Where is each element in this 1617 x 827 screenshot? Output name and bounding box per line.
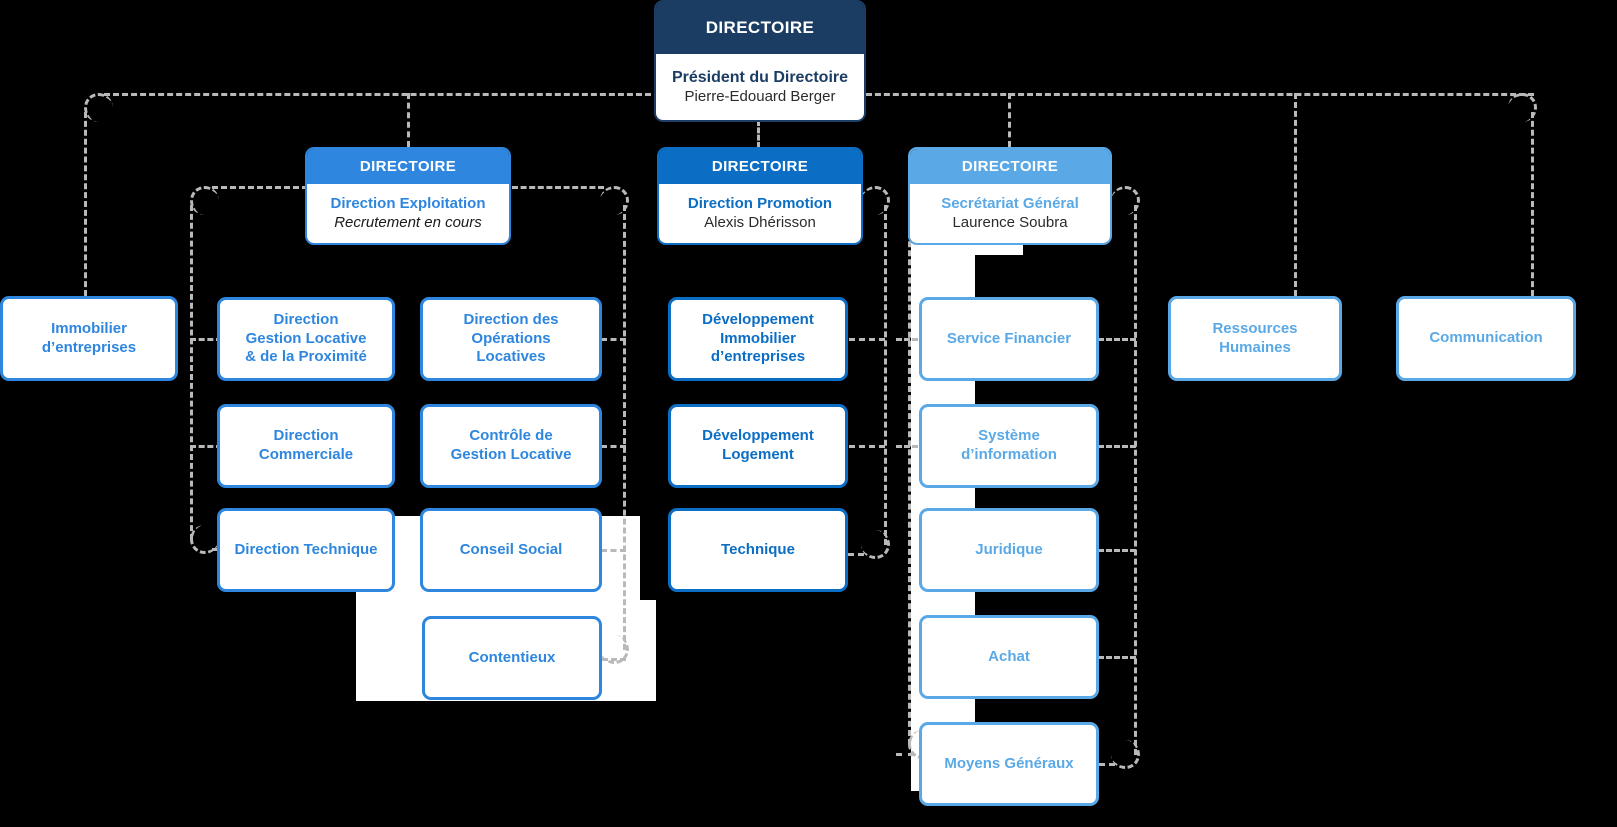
connector-pro-elbow-top	[861, 186, 890, 215]
connector-exp-right-spine	[623, 205, 626, 650]
connector-pro-stub-dev2	[849, 445, 885, 448]
node-technique-promotion[interactable]: Technique	[668, 508, 848, 592]
node-president-directoire[interactable]: DIRECTOIRE Président du Directoire Pierr…	[654, 0, 866, 122]
connector-elbow-left	[84, 93, 113, 122]
connector-sec-elbow-bot	[1111, 740, 1140, 769]
connector-exp-left-elbow-top	[190, 186, 219, 215]
node-header-secretariat: DIRECTOIRE	[910, 149, 1110, 184]
artifact-band-secgen2	[911, 243, 1023, 255]
connector-exp-left-top	[212, 186, 308, 189]
connector-exp-stub-commerce	[190, 445, 222, 448]
connector-exp-right-bottom	[602, 658, 626, 661]
connector-pro-stub-dev1	[849, 338, 885, 341]
node-communication[interactable]: Communication	[1396, 296, 1576, 381]
connector-elbow-right	[1508, 93, 1537, 122]
connector-exp-right-top	[512, 186, 604, 189]
node-moyens-generaux[interactable]: Moyens Généraux	[919, 722, 1099, 806]
connector-sec-stub-fin	[1098, 338, 1136, 341]
connector-exp-right-elbow-bot	[600, 635, 629, 664]
node-direction-exploitation[interactable]: DIRECTOIRE Direction Exploitation Recrut…	[305, 147, 511, 245]
exploitation-title: Direction Exploitation	[330, 194, 486, 212]
connector-top-right	[866, 93, 1534, 96]
connector-exp-right-elbow-top	[600, 186, 629, 215]
connector-exp-stub-controle	[601, 445, 626, 448]
connector-communication-drop	[1531, 112, 1534, 296]
connector-pro-spine	[884, 205, 887, 545]
connector-exp-stub-gestion	[190, 338, 222, 341]
connector-exp-left-spine	[190, 205, 193, 540]
connector-top-left	[104, 93, 660, 96]
node-direction-promotion[interactable]: DIRECTOIRE Direction Promotion Alexis Dh…	[657, 147, 863, 245]
node-header-exploitation: DIRECTOIRE	[307, 149, 509, 184]
connector-promotion-drop	[757, 120, 760, 148]
connector-exp-left-elbow-bot	[190, 525, 219, 554]
connector-rh-drop	[1294, 93, 1297, 296]
promotion-title: Direction Promotion	[687, 194, 833, 212]
node-header-promotion: DIRECTOIRE	[659, 149, 861, 184]
connector-sec-bottom	[1099, 763, 1115, 766]
node-service-financier[interactable]: Service Financier	[919, 297, 1099, 381]
connector-exp-stub-operations	[601, 338, 626, 341]
connector-sec-left-spine	[908, 205, 911, 745]
connector-sec-left-bottom	[896, 753, 914, 756]
node-header-president: DIRECTOIRE	[656, 2, 864, 54]
promotion-person: Alexis Dhérisson	[704, 213, 816, 231]
exploitation-person: Recrutement en cours	[334, 213, 482, 231]
connector-exploitation-drop	[407, 93, 410, 147]
connector-secretariat-drop	[1008, 93, 1011, 147]
secretariat-person: Laurence Soubra	[952, 213, 1068, 231]
president-title: Président du Directoire	[671, 68, 849, 86]
connector-pro-bottom	[848, 553, 864, 556]
connector-sec-elbow-top	[1111, 186, 1140, 215]
connector-sec-left-stub-fin	[896, 338, 926, 341]
node-secretariat-general[interactable]: DIRECTOIRE Secrétariat Général Laurence …	[908, 147, 1112, 245]
connector-pro-elbow-bot	[861, 530, 890, 559]
connector-sec-stub-ach	[1098, 656, 1136, 659]
node-achat[interactable]: Achat	[919, 615, 1099, 699]
connector-immobilier-drop	[84, 112, 87, 296]
node-conseil-social[interactable]: Conseil Social	[420, 508, 602, 592]
connector-sec-stub-si	[1098, 445, 1136, 448]
connector-sec-stub-jur	[1098, 549, 1136, 552]
node-contentieux[interactable]: Contentieux	[422, 616, 602, 700]
connector-sec-spine	[1134, 205, 1137, 755]
secretariat-title: Secrétariat Général	[941, 194, 1079, 212]
connector-exp-stub-conseil	[601, 549, 626, 552]
node-direction-technique[interactable]: Direction Technique	[217, 508, 395, 592]
connector-sec-left-stub-si	[896, 445, 926, 448]
president-person: Pierre-Edouard Berger	[684, 87, 836, 105]
node-juridique[interactable]: Juridique	[919, 508, 1099, 592]
